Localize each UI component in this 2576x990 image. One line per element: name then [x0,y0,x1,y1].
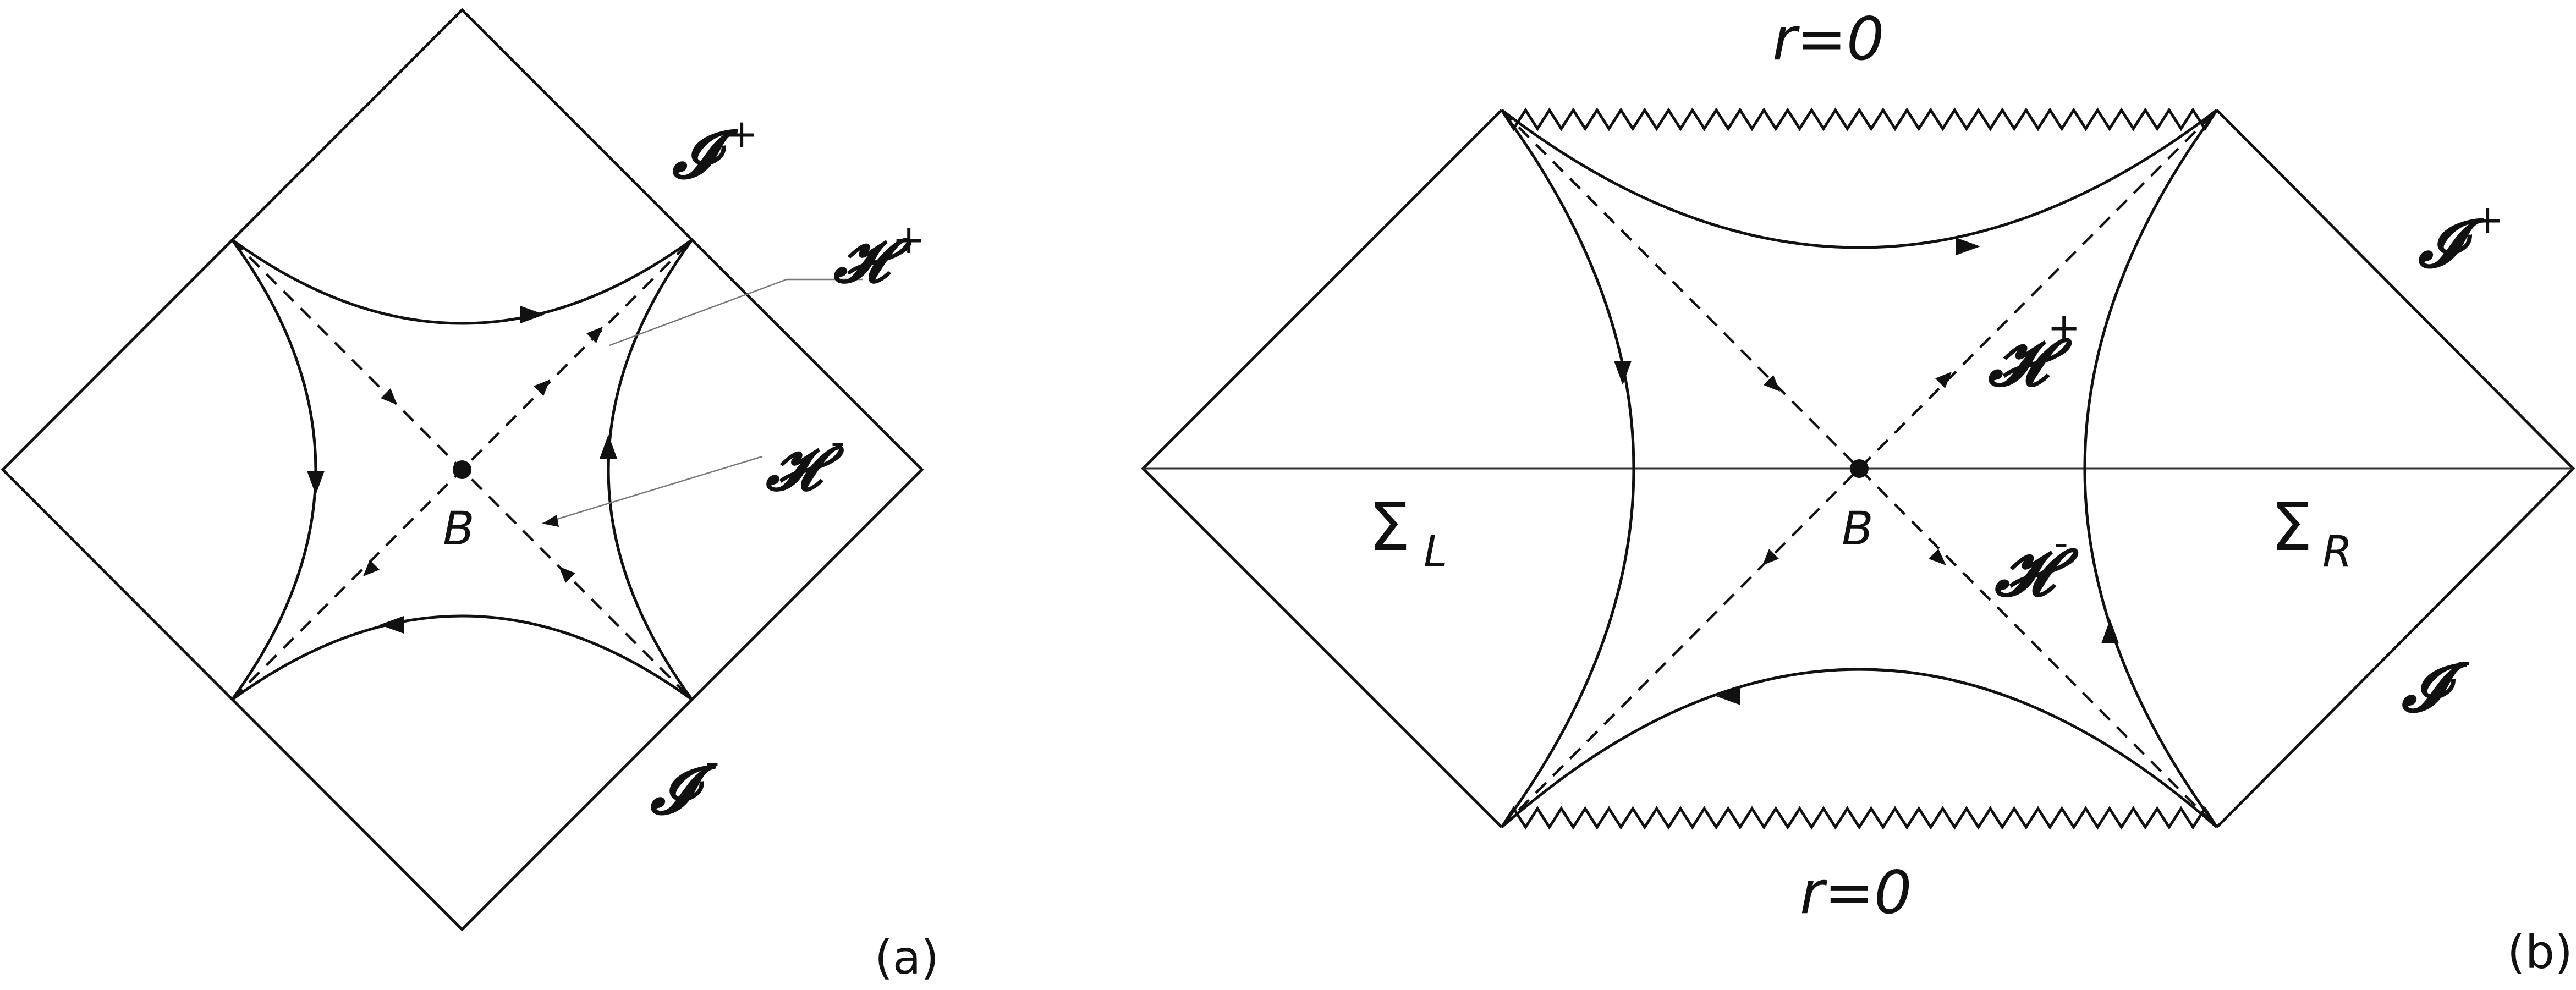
panel-a-arrow-bottom [380,616,404,634]
panel-a-arrow-right [600,435,617,459]
svg-text:-: - [2054,520,2068,566]
panel-b-horizon-plus-label: 𝓗 + [1988,304,2080,400]
panel-a-arrow-horizon-se [559,566,575,583]
panel-b-flow-bottom [1501,668,2218,828]
panel-b-singularity-bottom [1500,806,2218,830]
panel-a-arrow-left [307,471,325,495]
panel-b-bifurcation-label: B [1842,502,1874,556]
panel-b-arrow-right [2101,619,2119,644]
panel-a-bifurcation-label: B [443,502,475,556]
svg-text:Σ: Σ [2271,490,2313,566]
panel-b-bifurcation-point [1850,459,1869,478]
svg-text:+: + [892,216,925,262]
svg-text:Σ: Σ [1369,490,1410,566]
panel-b-caption: (b) [2507,925,2573,979]
panel-a-bifurcation-point [453,460,471,479]
panel-a-flow-right [607,239,694,701]
svg-text:-: - [705,739,719,785]
panel-b-singularity-top-label: r=0 [1772,5,1885,74]
svg-text:L: L [1424,527,1447,577]
panel-b-arrow-top [1956,238,1980,255]
panel-a-horizon-plus-leader [609,278,863,346]
panel-a-horizon-plus-label: 𝓗 + [833,216,925,296]
panel-a-caption: (a) [875,931,939,985]
panel-b-arrow-horizon-nw [1764,375,1780,392]
panel-b-arrow-horizon-se [1929,549,1946,565]
panel-a-arrow-top [520,306,545,323]
panel-a-arrow-horizon-sw [363,560,380,576]
panel-b-horizon-minus-label: 𝓗 - [1995,520,2079,610]
svg-text:+: + [2047,304,2080,350]
panel-a-horizon-minus-leader [542,455,763,525]
panel-a-scri-minus-label: 𝓘 - [650,739,719,829]
svg-text:+: + [2471,196,2504,243]
panel-b-arrow-horizon-sw [1762,549,1779,565]
panel-a-scri-plus-label: 𝓘 + [672,111,758,193]
panel-a-arrow-horizon-ne-upper [586,327,603,343]
panel-b-arrow-bottom [1716,688,1740,705]
panel-a-flow-left [230,239,317,701]
panel-a: B 𝓘 + 𝓗 + 𝓗 - 𝓘 - (a) [1,8,939,985]
panel-a-arrow-horizon-nw [381,388,397,405]
panel-b-flow-right [2083,109,2218,828]
panel-b-singularity-top [1500,107,2218,131]
panel-b-singularity-bottom-label: r=0 [1800,859,1912,927]
panel-a-horizon-minus-leader-arrow [542,515,559,527]
panel-b-scri-minus-label: 𝓘 - [2401,637,2471,727]
panel-b-scri-plus-label: 𝓘 + [2418,196,2504,282]
panel-b-arrow-left [1614,361,1632,385]
panel-a-outer-diamond [1,8,924,932]
panel-b-flow-top [1501,109,2218,249]
panel-a-horizon-minus-label: 𝓗 - [766,419,845,504]
panel-b-sigma-right-label: Σ R [2271,490,2352,577]
svg-text:+: + [725,111,758,157]
svg-text:-: - [2457,637,2471,684]
svg-text:R: R [2322,527,2352,577]
panel-b: B r=0 r=0 𝓗 + 𝓗 - 𝓘 + 𝓘 - Σ L Σ R (b) [1141,5,2575,979]
panel-a-flow-bottom [231,614,693,701]
panel-b-flow-left [1500,109,1635,828]
panel-b-sigma-left-label: Σ L [1369,490,1447,577]
panel-b-arrow-horizon-ne [1935,372,1952,388]
panel-a-flow-top [231,238,693,325]
svg-text:-: - [831,419,845,465]
panel-a-arrow-horizon-ne [534,380,550,396]
